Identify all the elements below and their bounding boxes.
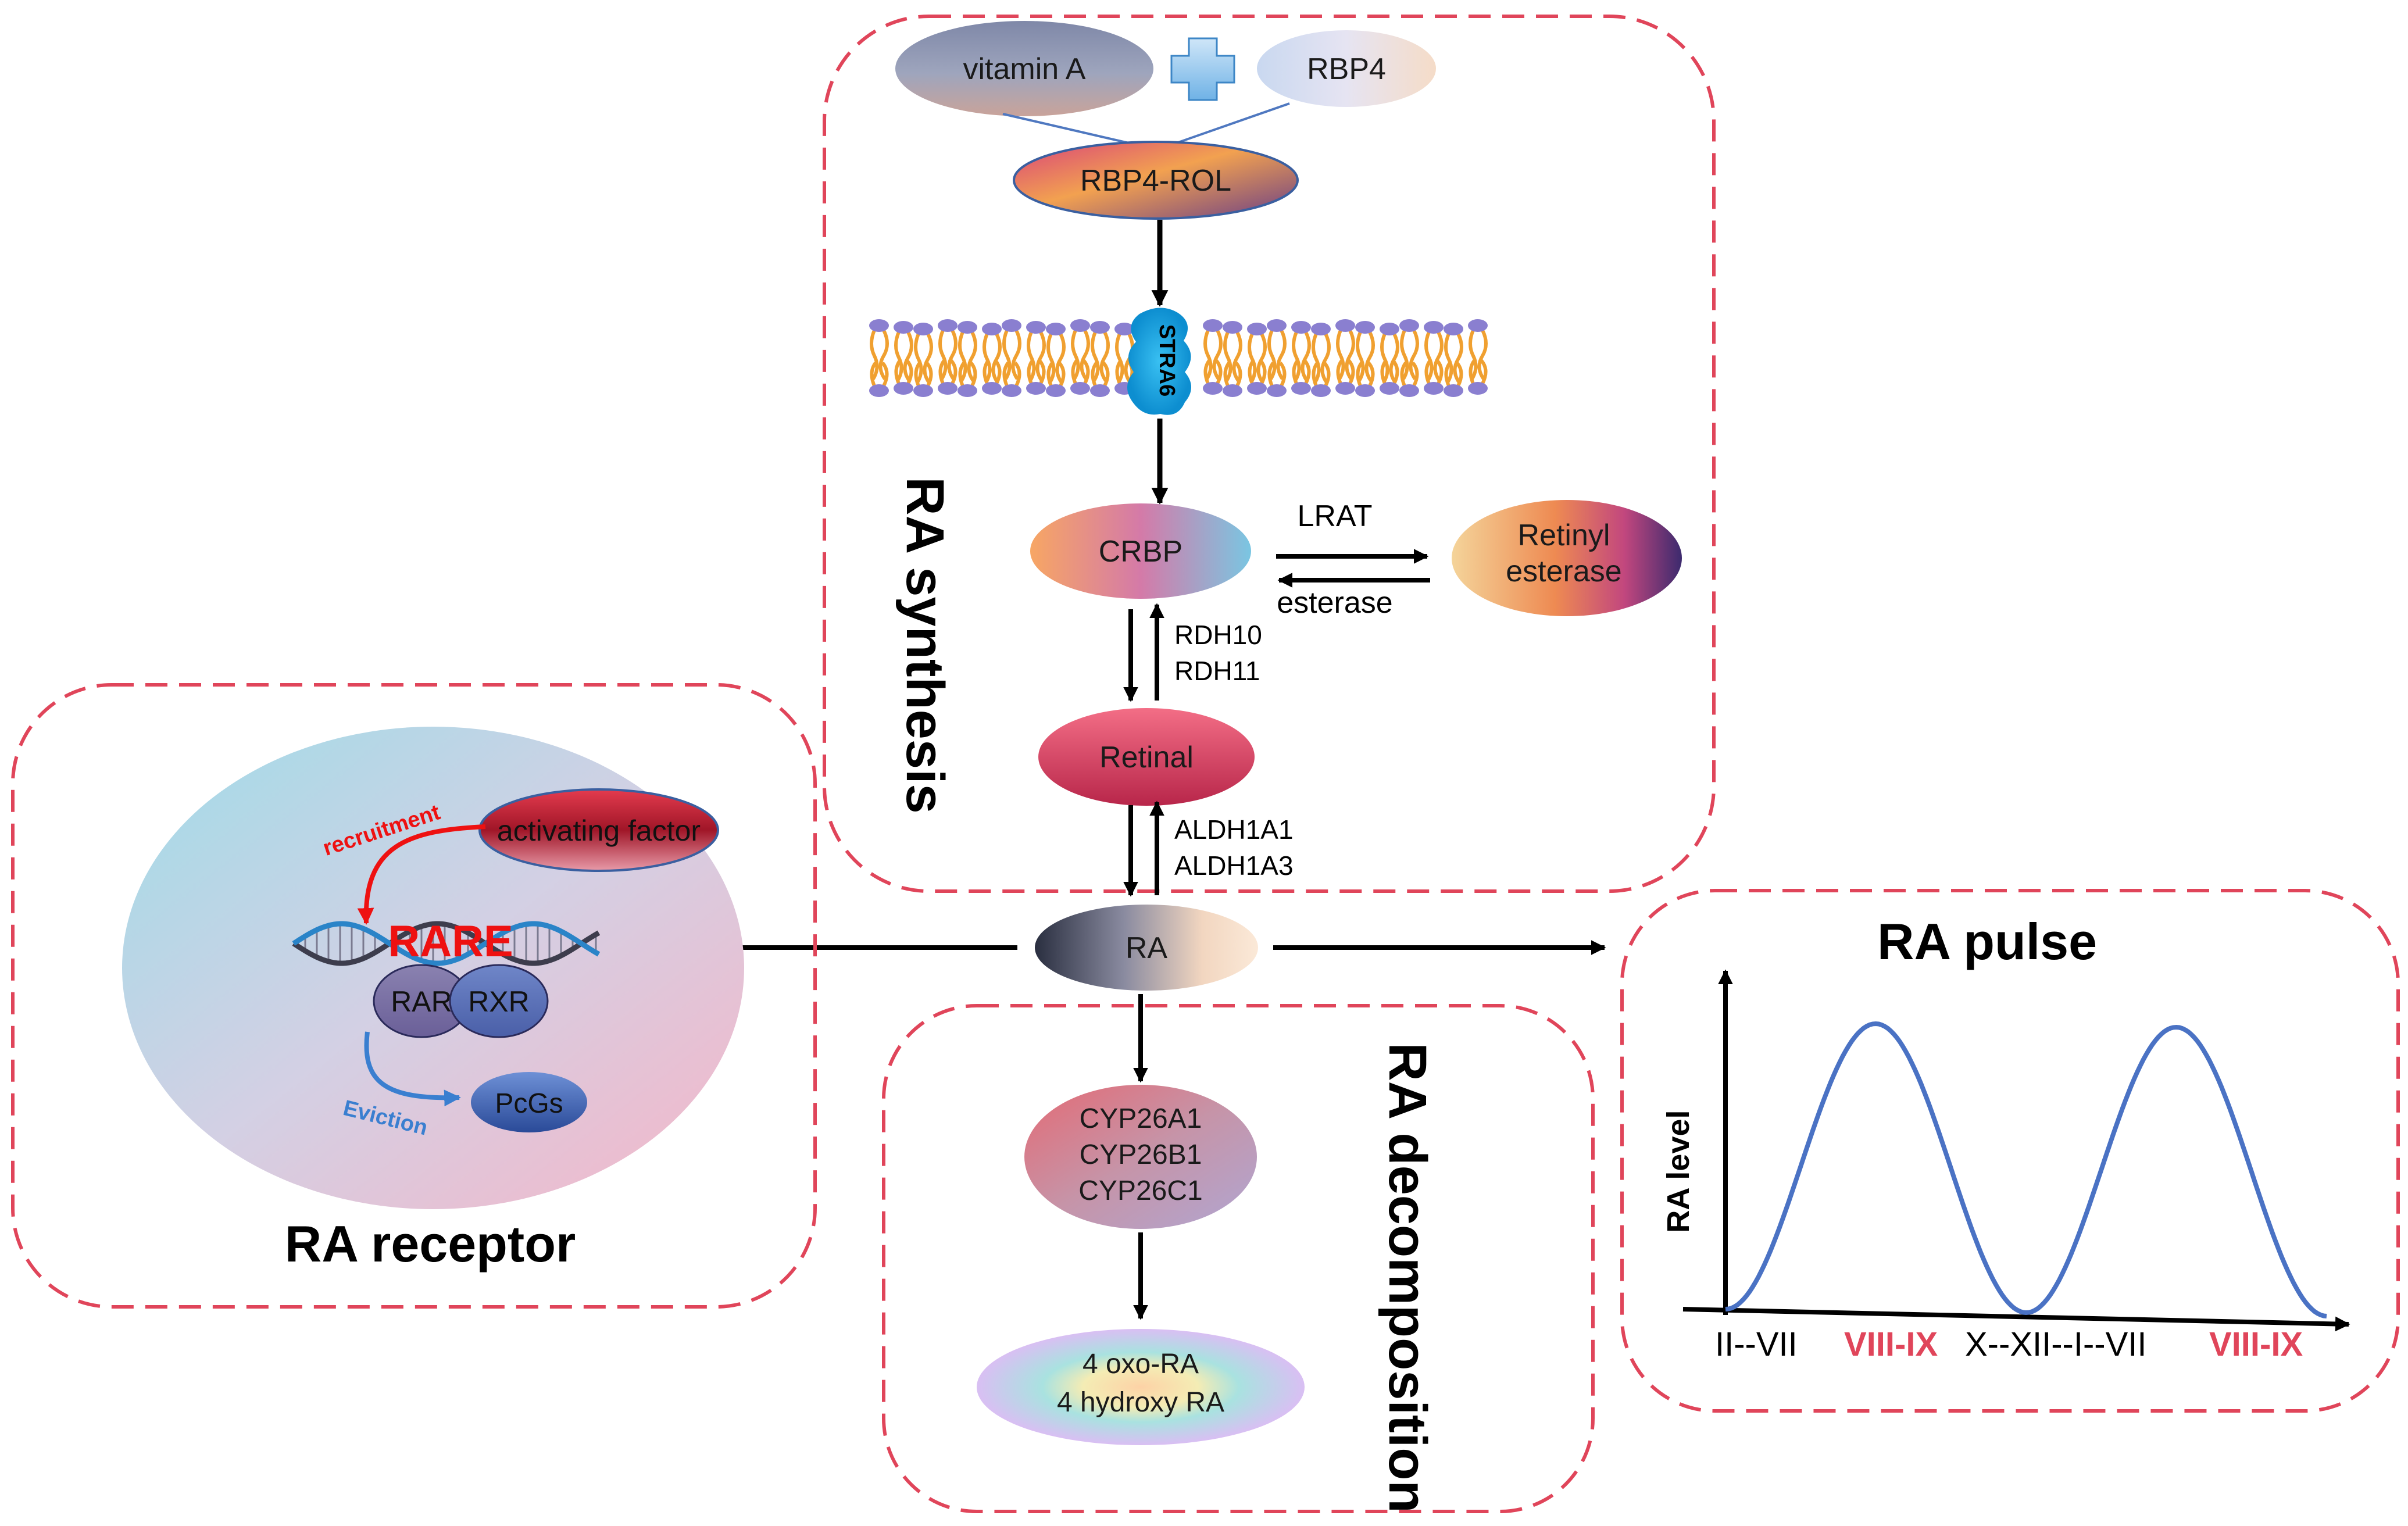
receptor-panel [11,683,817,1309]
activating-factor-node: activating factor [478,788,719,872]
pulse-title: RA pulse [1877,913,2097,970]
stra6-receptor: STRA6 [1127,308,1191,415]
aldh1a3-label: ALDH1A3 [1174,850,1294,881]
ra-node: RA [1035,905,1258,991]
svg-text:CRBP: CRBP [1099,535,1182,569]
stage-label-highlight: VIII-IX [2209,1325,2303,1363]
rar-node: RAR [373,964,470,1038]
cell-membrane [869,319,1488,397]
retinal-node: Retinal [1038,708,1255,806]
svg-text:STRA6: STRA6 [1155,324,1179,397]
svg-text:RXR: RXR [468,985,530,1018]
svg-text:vitamin A: vitamin A [963,52,1086,86]
decomposition-panel [882,1004,1595,1513]
svg-text:CYP26B1: CYP26B1 [1080,1139,1202,1170]
decomposition-title: RA decomposition [1378,1042,1437,1513]
rdh10-label: RDH10 [1174,620,1262,650]
rare-label: RARE [388,917,513,966]
svg-text:4 oxo-RA: 4 oxo-RA [1082,1349,1199,1380]
svg-text:RA: RA [1126,931,1168,965]
retinyl-esterase-node: Retinyl esterase [1452,500,1682,616]
rxr-node: RXR [449,964,549,1038]
rbp4-rol-node: RBP4-ROL [1013,141,1299,220]
synthesis-panel [823,15,1716,893]
pcgs-node: PcGs [471,1072,587,1132]
svg-text:RBP4: RBP4 [1307,52,1386,86]
rdh11-label: RDH11 [1174,656,1260,686]
svg-text:CYP26C1: CYP26C1 [1078,1175,1202,1206]
plus-icon [1170,37,1235,101]
vitamin-a-node: vitamin A [895,21,1153,116]
svg-text:RBP4-ROL: RBP4-ROL [1080,164,1231,198]
svg-text:PcGs: PcGs [495,1088,563,1119]
svg-text:4 hydroxy RA: 4 hydroxy RA [1057,1387,1224,1418]
rbp4-node: RBP4 [1257,30,1436,107]
stage-label: II--VII [1715,1325,1798,1363]
esterase-label: esterase [1277,586,1392,620]
svg-text:RAR: RAR [391,985,452,1018]
recruitment-arrow [357,824,486,925]
stage-label: X--XII--I--VII [1965,1325,2147,1363]
svg-text:esterase: esterase [1506,555,1621,588]
cyp26-node: CYP26A1 CYP26B1 CYP26C1 [1024,1085,1257,1229]
receptor-title: RA receptor [285,1215,576,1273]
eviction-arrow [364,1031,461,1107]
crbp-node: CRBP [1030,503,1251,599]
svg-text:CYP26A1: CYP26A1 [1080,1103,1202,1134]
svg-text:Retinal: Retinal [1099,741,1194,774]
svg-text:activating factor: activating factor [497,814,701,847]
lrat-label: LRAT [1297,499,1372,533]
pulse-curve [1725,1021,2327,1318]
oxo-hydroxy-ra-node: 4 oxo-RA 4 hydroxy RA [977,1329,1305,1445]
aldh1a1-label: ALDH1A1 [1174,814,1294,845]
svg-text:Retinyl: Retinyl [1518,519,1610,552]
pulse-y-label: RA level [1661,1110,1696,1232]
synthesis-title: RA synthesis [895,477,955,813]
pulse-x-axis [1682,1307,2350,1332]
dna-helix-icon [292,921,601,966]
stage-label-highlight: VIII-IX [1844,1325,1938,1363]
